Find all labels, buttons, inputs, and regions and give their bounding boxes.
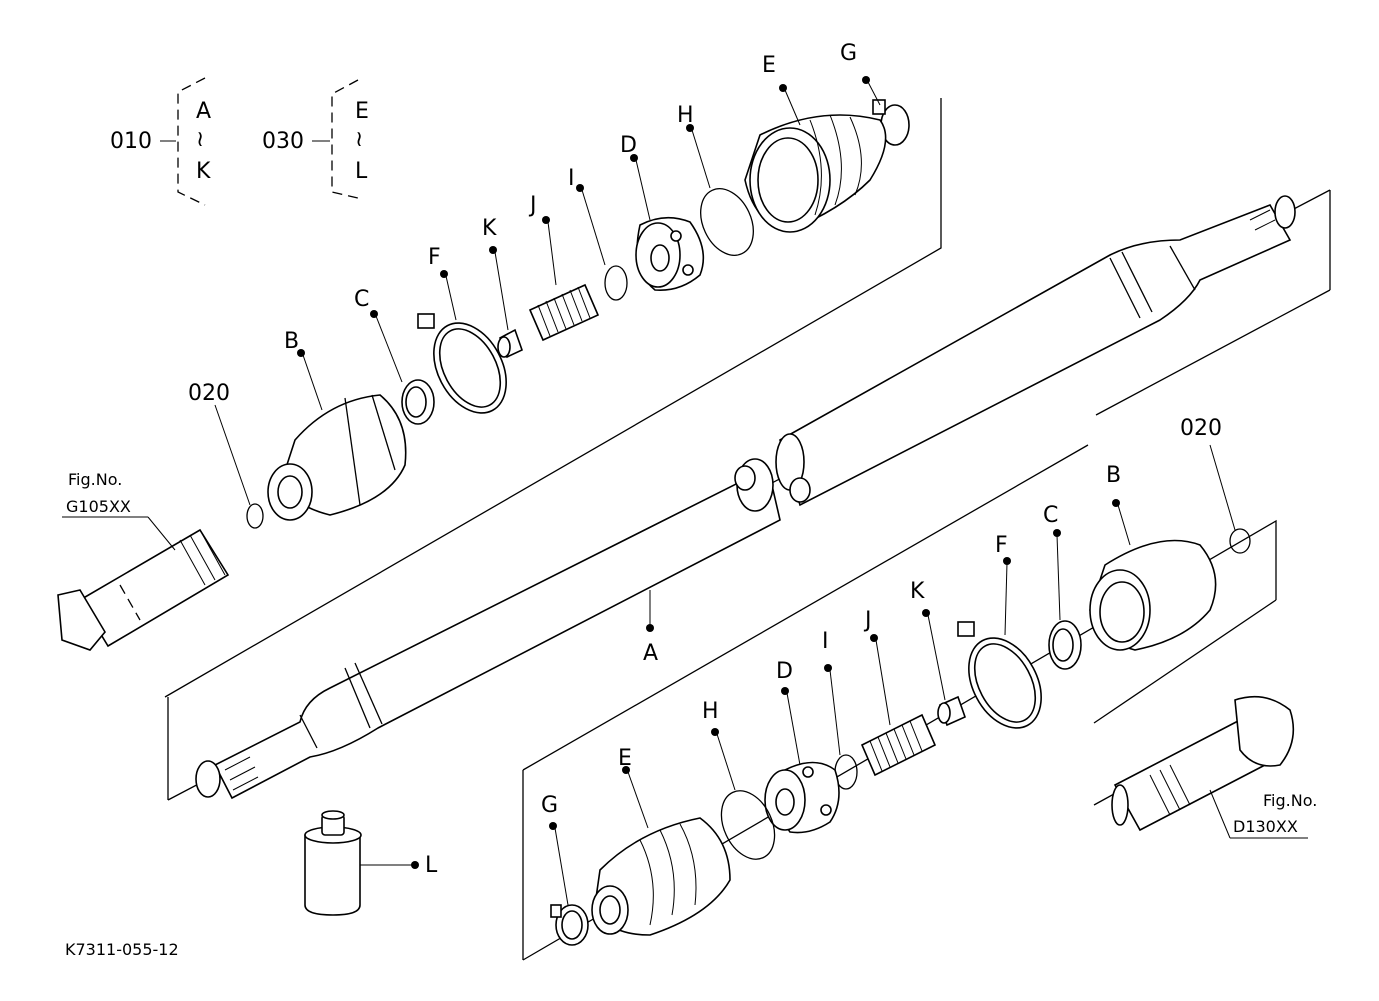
upper-callout-g: G <box>840 41 857 66</box>
group-010-bracket: 010 A ≀ K <box>110 77 211 206</box>
gear-shaft <box>1111 695 1295 832</box>
lower-callout-d: D <box>776 659 793 684</box>
grease-label: L <box>425 853 438 878</box>
upper-callout-020: 020 <box>188 381 230 406</box>
lower-boot-e: E <box>591 746 731 936</box>
upper-clamp-g: G <box>840 41 910 146</box>
reference-d130xx-code: D130XX <box>1233 817 1298 836</box>
group-030-number: 030 <box>262 129 304 154</box>
lower-callout-j: J <box>863 608 872 633</box>
upper-cage-d: D <box>620 133 705 292</box>
upper-outer-race-b: B <box>267 329 407 521</box>
lower-callout-i: I <box>822 629 829 654</box>
upper-callout-k: K <box>482 216 497 241</box>
lower-band-clamp-f: F <box>957 533 1042 729</box>
reference-g105xx-code: G105XX <box>66 497 131 516</box>
lower-outer-race-b: B <box>1089 463 1217 651</box>
upper-circlip-h: H <box>677 103 754 256</box>
lower-callout-b: B <box>1106 463 1121 488</box>
upper-callout-i: I <box>568 166 575 191</box>
upper-spacer-c: C <box>354 287 435 425</box>
upper-callout-e: E <box>762 53 776 78</box>
drive-shaft: A <box>195 195 1296 800</box>
upper-boot-e: E <box>744 53 887 233</box>
lower-callout-h: H <box>702 699 719 724</box>
upper-callout-b: B <box>284 329 299 354</box>
upper-callout-f: F <box>428 245 441 270</box>
reference-d130xx-title: Fig.No. <box>1263 791 1317 810</box>
lower-clamp-g: G <box>541 793 589 946</box>
reference-g105xx: Fig.No. G105XX <box>62 470 176 551</box>
lower-cage-d: D <box>764 659 840 834</box>
lower-oring-020: 020 <box>1180 416 1251 554</box>
lower-callout-f: F <box>995 533 1008 558</box>
reference-d130xx: Fig.No. D130XX <box>1209 789 1317 839</box>
upper-assembly: G E H D <box>57 41 910 651</box>
lower-callout-k: K <box>910 579 925 604</box>
group-030-range-tilde: ≀ <box>355 127 363 152</box>
upper-oring-020: 020 <box>188 381 264 529</box>
lower-spacer-c: C <box>1043 503 1082 670</box>
reference-g105xx-title: Fig.No. <box>68 470 122 489</box>
lower-spring-j: J <box>860 608 937 777</box>
lower-callout-020: 020 <box>1180 416 1222 441</box>
lower-circlip-h: H <box>702 699 776 860</box>
group-010-number: 010 <box>110 129 152 154</box>
shaft-label: A <box>643 641 658 666</box>
lower-callout-c: C <box>1043 503 1058 528</box>
upper-callout-d: D <box>620 133 637 158</box>
lower-bushing-k: K <box>910 579 966 727</box>
group-010-range-tilde: ≀ <box>196 127 204 152</box>
upper-callout-c: C <box>354 287 369 312</box>
upper-snap-ring-i: I <box>568 166 628 301</box>
group-010-range-start: A <box>196 99 211 124</box>
upper-spring-j: J <box>528 193 600 342</box>
lower-assembly: 020 B C F <box>541 416 1317 946</box>
drawing-number: K7311-055-12 <box>65 940 179 959</box>
lower-callout-e: E <box>618 746 632 771</box>
pinion-shaft <box>57 528 230 651</box>
group-030-range-start: E <box>355 99 369 124</box>
group-030-bracket: 030 E ≀ L <box>262 79 369 199</box>
lower-callout-g: G <box>541 793 558 818</box>
upper-band-clamp-f: F <box>417 245 507 414</box>
upper-callout-h: H <box>677 103 694 128</box>
group-010-range-end: K <box>196 159 211 184</box>
upper-bushing-k: K <box>482 216 523 359</box>
group-030-range-end: L <box>355 159 368 184</box>
grease-bottle: L <box>304 810 438 916</box>
upper-callout-j: J <box>528 193 537 218</box>
